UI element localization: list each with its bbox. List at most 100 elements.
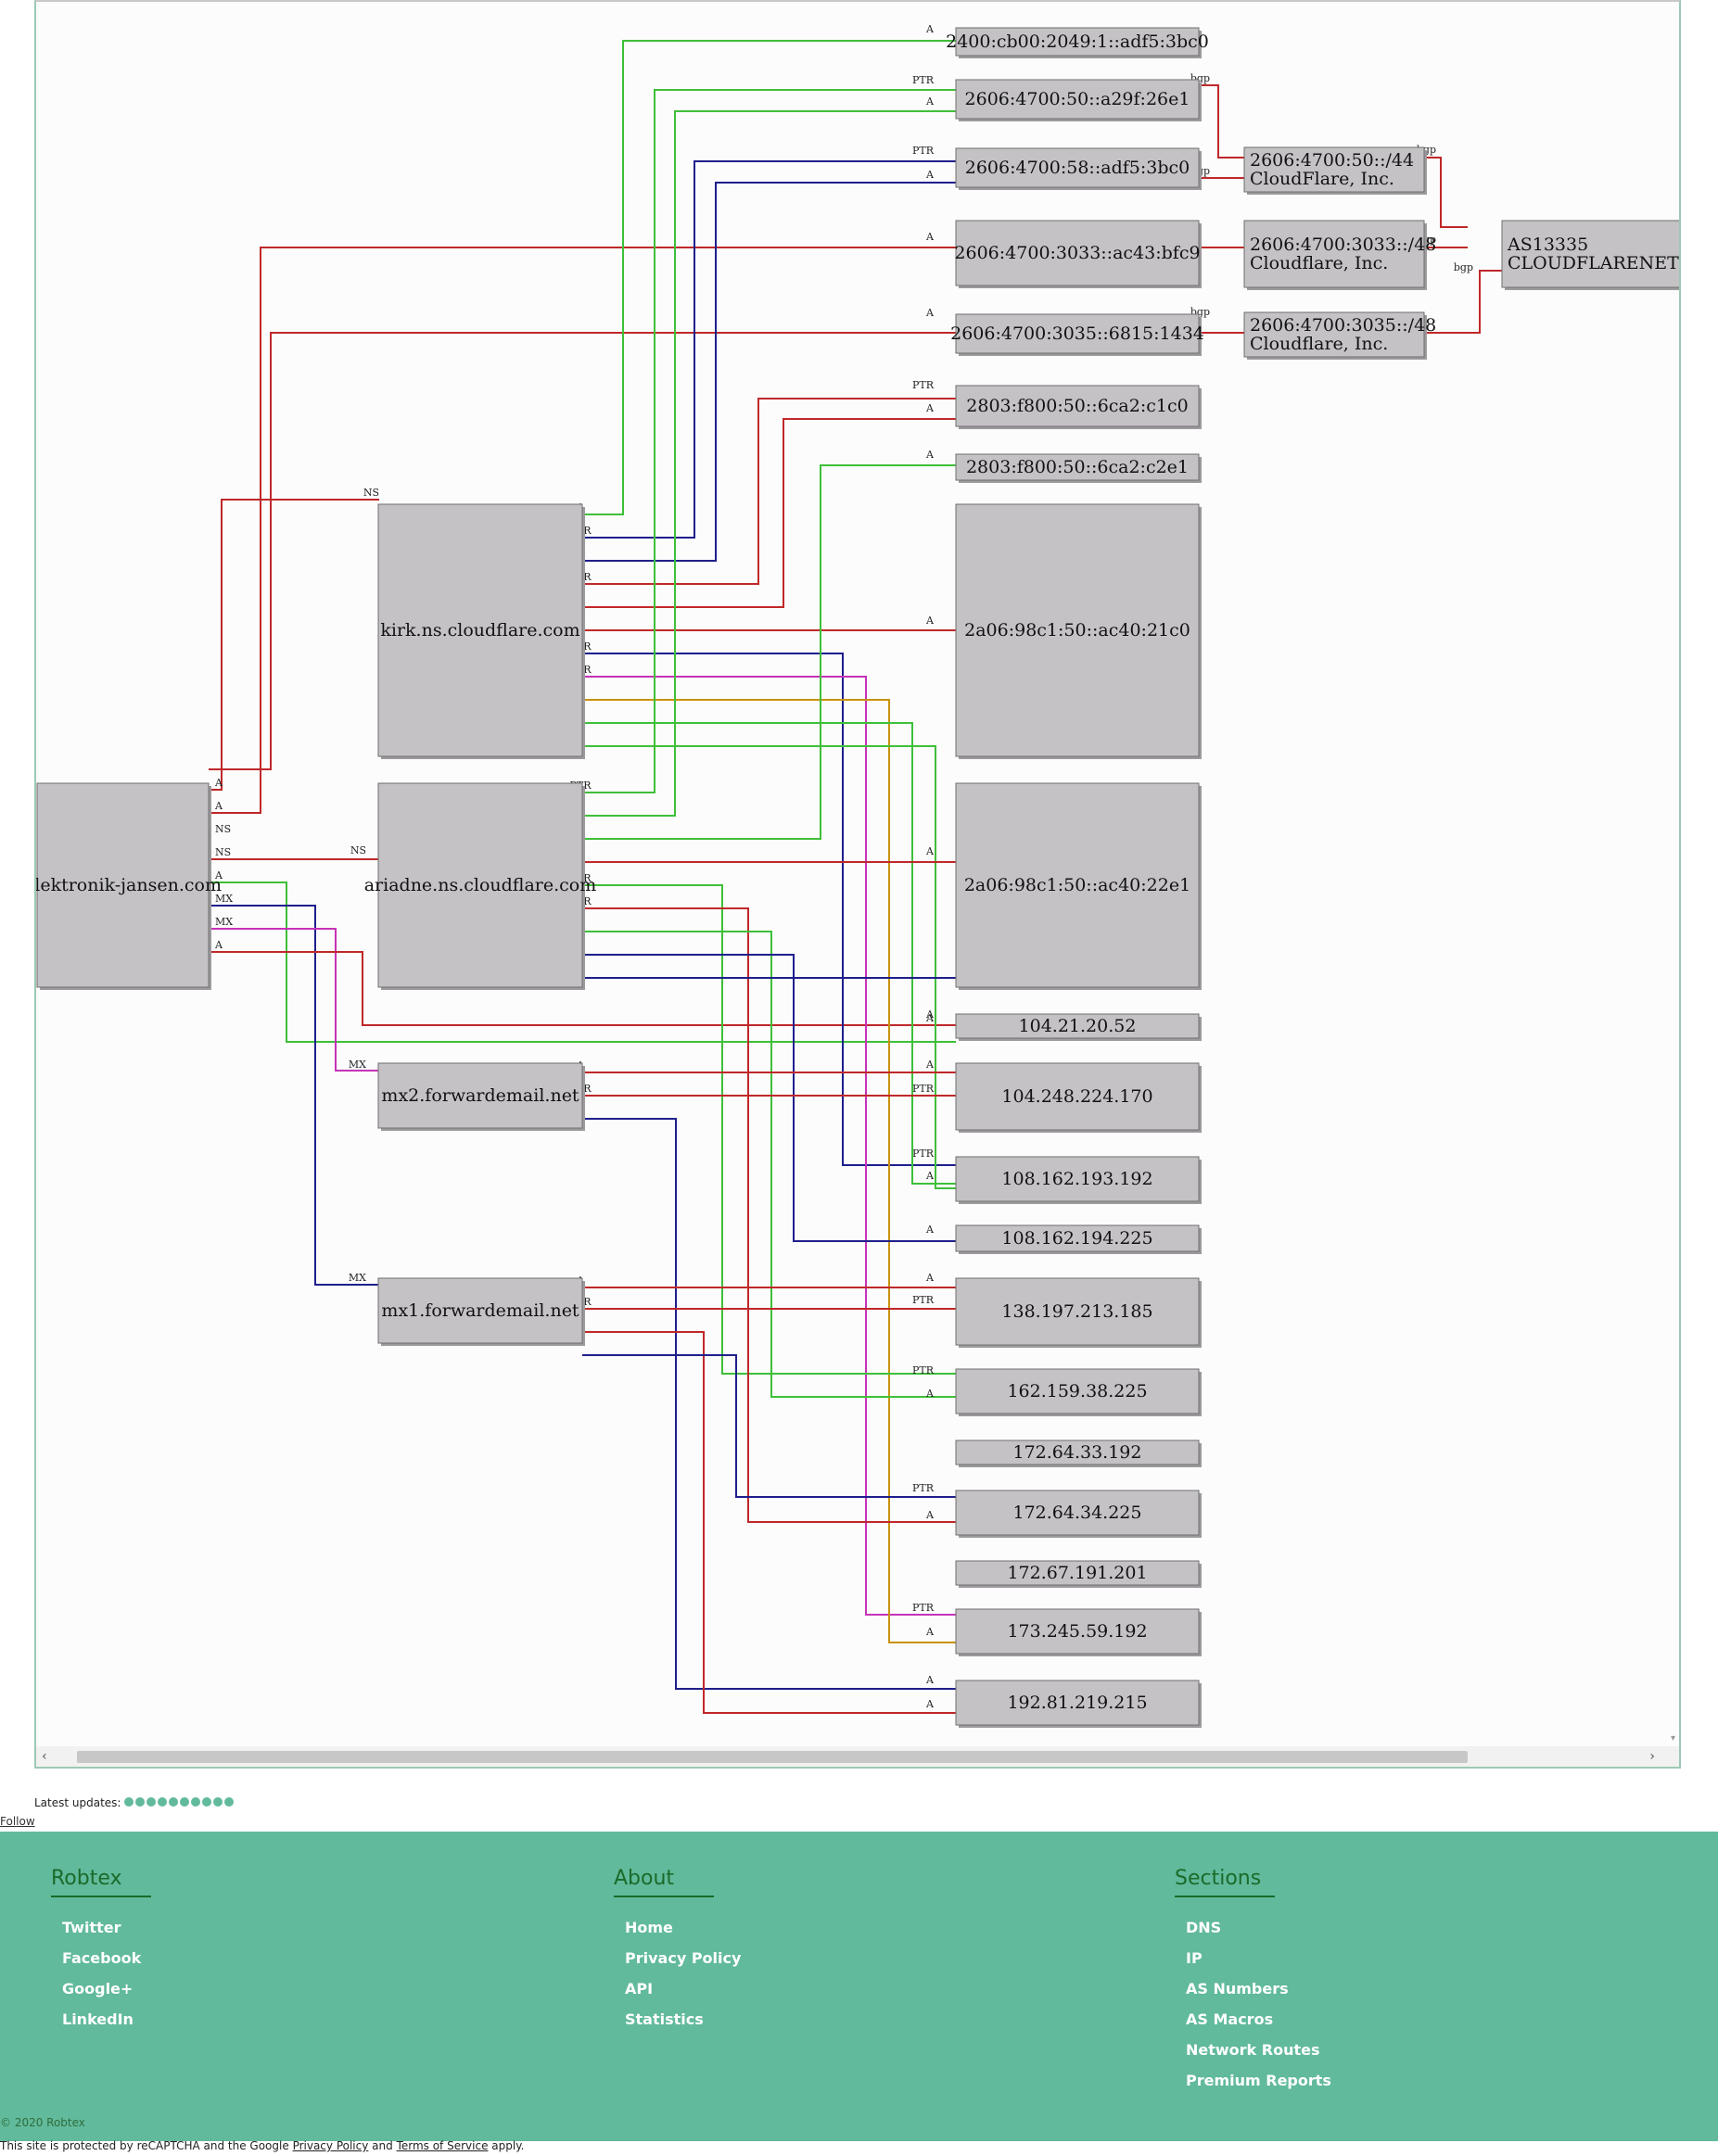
update-dots[interactable] <box>124 1796 235 1809</box>
edge-label: PTR <box>912 1482 935 1494</box>
edge-label: PTR <box>912 1602 935 1614</box>
ip-node-label: 2803:f800:50::6ca2:c2e1 <box>966 457 1189 477</box>
edge-label: A <box>925 845 935 857</box>
ip-node <box>955 1062 1200 1131</box>
edge-line <box>582 160 956 539</box>
footer-link[interactable]: Google+ <box>62 1980 134 1997</box>
footer-link[interactable]: API <box>625 1980 654 1997</box>
edge-line <box>582 1118 956 1690</box>
footer-link[interactable]: DNS <box>1186 1919 1222 1936</box>
scroll-left-icon[interactable]: ‹ <box>42 1749 47 1764</box>
edge-label: NS <box>215 823 231 835</box>
footer-link[interactable]: Twitter <box>62 1919 121 1936</box>
as-node-label: CLOUDFLARENET <box>1508 253 1679 273</box>
route-node <box>1243 311 1425 358</box>
ip-node <box>955 1680 1200 1726</box>
footer-link[interactable]: LinkedIn <box>62 2010 134 2028</box>
ip-node-label: 2a06:98c1:50::ac40:21c0 <box>964 620 1190 640</box>
edge-line <box>209 499 379 791</box>
edge-label: A <box>925 1008 935 1021</box>
dns-graph: NSAANSAMXMXAAPTRAPTRAAPTRPTRAAPTRAAAPTRA… <box>36 23 1679 1728</box>
footer-link[interactable]: Facebook <box>62 1949 142 1967</box>
edge-line <box>582 722 956 1185</box>
horizontal-scrollbar[interactable]: ‹ › <box>36 1746 1679 1767</box>
footer-link[interactable]: IP <box>1186 1949 1203 1967</box>
edge-line <box>582 40 956 515</box>
edge-label: A <box>925 23 935 35</box>
footer-link[interactable]: Privacy Policy <box>625 1949 742 1967</box>
footer-link[interactable]: Premium Reports <box>1186 2072 1331 2089</box>
edge-line <box>582 1331 956 1714</box>
update-dot[interactable] <box>191 1797 201 1807</box>
privacy-policy-link[interactable]: Privacy Policy <box>292 2139 369 2152</box>
update-dot[interactable] <box>213 1797 223 1807</box>
terms-of-service-link[interactable]: Terms of Service <box>396 2139 489 2152</box>
edge-label: A <box>925 402 935 414</box>
update-dot[interactable] <box>202 1797 212 1807</box>
ip-node <box>955 1013 1200 1039</box>
footer-link[interactable]: Home <box>625 1919 673 1936</box>
edge-line <box>1199 84 1244 159</box>
edge-line <box>1424 270 1502 334</box>
edge-line <box>582 676 956 1616</box>
nameserver-node <box>377 503 583 757</box>
update-dot[interactable] <box>124 1797 134 1807</box>
route-node-label: Cloudflare, Inc. <box>1250 253 1388 273</box>
edge-line <box>582 907 956 1523</box>
mailserver-node-label: mx2.forwardemail.net <box>381 1085 579 1106</box>
footer-link[interactable]: Statistics <box>625 2010 704 2028</box>
edge-line <box>582 931 956 1398</box>
update-dot[interactable] <box>169 1797 179 1807</box>
edge-label: A <box>925 1509 935 1521</box>
edge-label: A <box>925 1626 935 1638</box>
route-node <box>1243 146 1425 193</box>
edge-label: PTR <box>912 1083 935 1095</box>
as-node <box>1501 220 1679 288</box>
edge-label: MX <box>215 916 233 928</box>
captcha-text: This site is protected by reCAPTCHA and … <box>0 2139 293 2152</box>
ip-node-label: 2606:4700:3033::ac43:bfc9 <box>954 243 1200 263</box>
ip-node <box>955 1224 1200 1252</box>
edge-label: A <box>214 869 223 881</box>
scrollbar-thumb[interactable] <box>77 1751 1468 1763</box>
update-dot[interactable] <box>180 1797 190 1807</box>
route-node-label: Cloudflare, Inc. <box>1250 334 1388 354</box>
nameserver-node-label: kirk.ns.cloudflare.com <box>380 620 579 640</box>
footer-link[interactable]: AS Numbers <box>1186 1980 1289 1997</box>
update-dot[interactable] <box>135 1797 146 1807</box>
ip-node-label: 2606:4700:50::a29f:26e1 <box>965 89 1190 109</box>
edge-label: MX <box>349 1272 366 1284</box>
ip-node <box>955 1560 1200 1586</box>
edge-line <box>582 182 956 562</box>
footer-link[interactable]: Network Routes <box>1186 2041 1320 2059</box>
route-node-label: 2606:4700:3033::/48 <box>1250 235 1436 255</box>
route-node-label: 2606:4700:50::/44 <box>1250 150 1414 171</box>
edge-line <box>582 398 956 585</box>
ip-node <box>955 79 1200 120</box>
update-dot[interactable] <box>146 1797 157 1807</box>
edge-label: PTR <box>912 145 935 157</box>
edge-line <box>582 884 956 1375</box>
ip-node <box>955 1608 1200 1655</box>
follow-link[interactable]: Follow <box>0 1815 35 1828</box>
ip-node-label: 2606:4700:3035::6815:1434 <box>950 323 1204 344</box>
edge-label: A <box>925 1272 935 1284</box>
scroll-down-icon[interactable]: ▾ <box>1670 1733 1675 1744</box>
scroll-right-icon[interactable]: › <box>1649 1749 1655 1764</box>
footer-link[interactable]: AS Macros <box>1186 2010 1274 2028</box>
edge-line <box>209 928 379 1072</box>
edge-label: A <box>925 231 935 243</box>
ip-node-label: 2a06:98c1:50::ac40:22e1 <box>964 875 1190 895</box>
edge-line <box>582 89 956 793</box>
footer-heading: Robtex <box>51 1867 151 1897</box>
update-dot[interactable] <box>224 1797 235 1807</box>
update-dot[interactable] <box>158 1797 168 1807</box>
edge-label: A <box>925 307 935 319</box>
footer-heading: Sections <box>1175 1867 1275 1897</box>
